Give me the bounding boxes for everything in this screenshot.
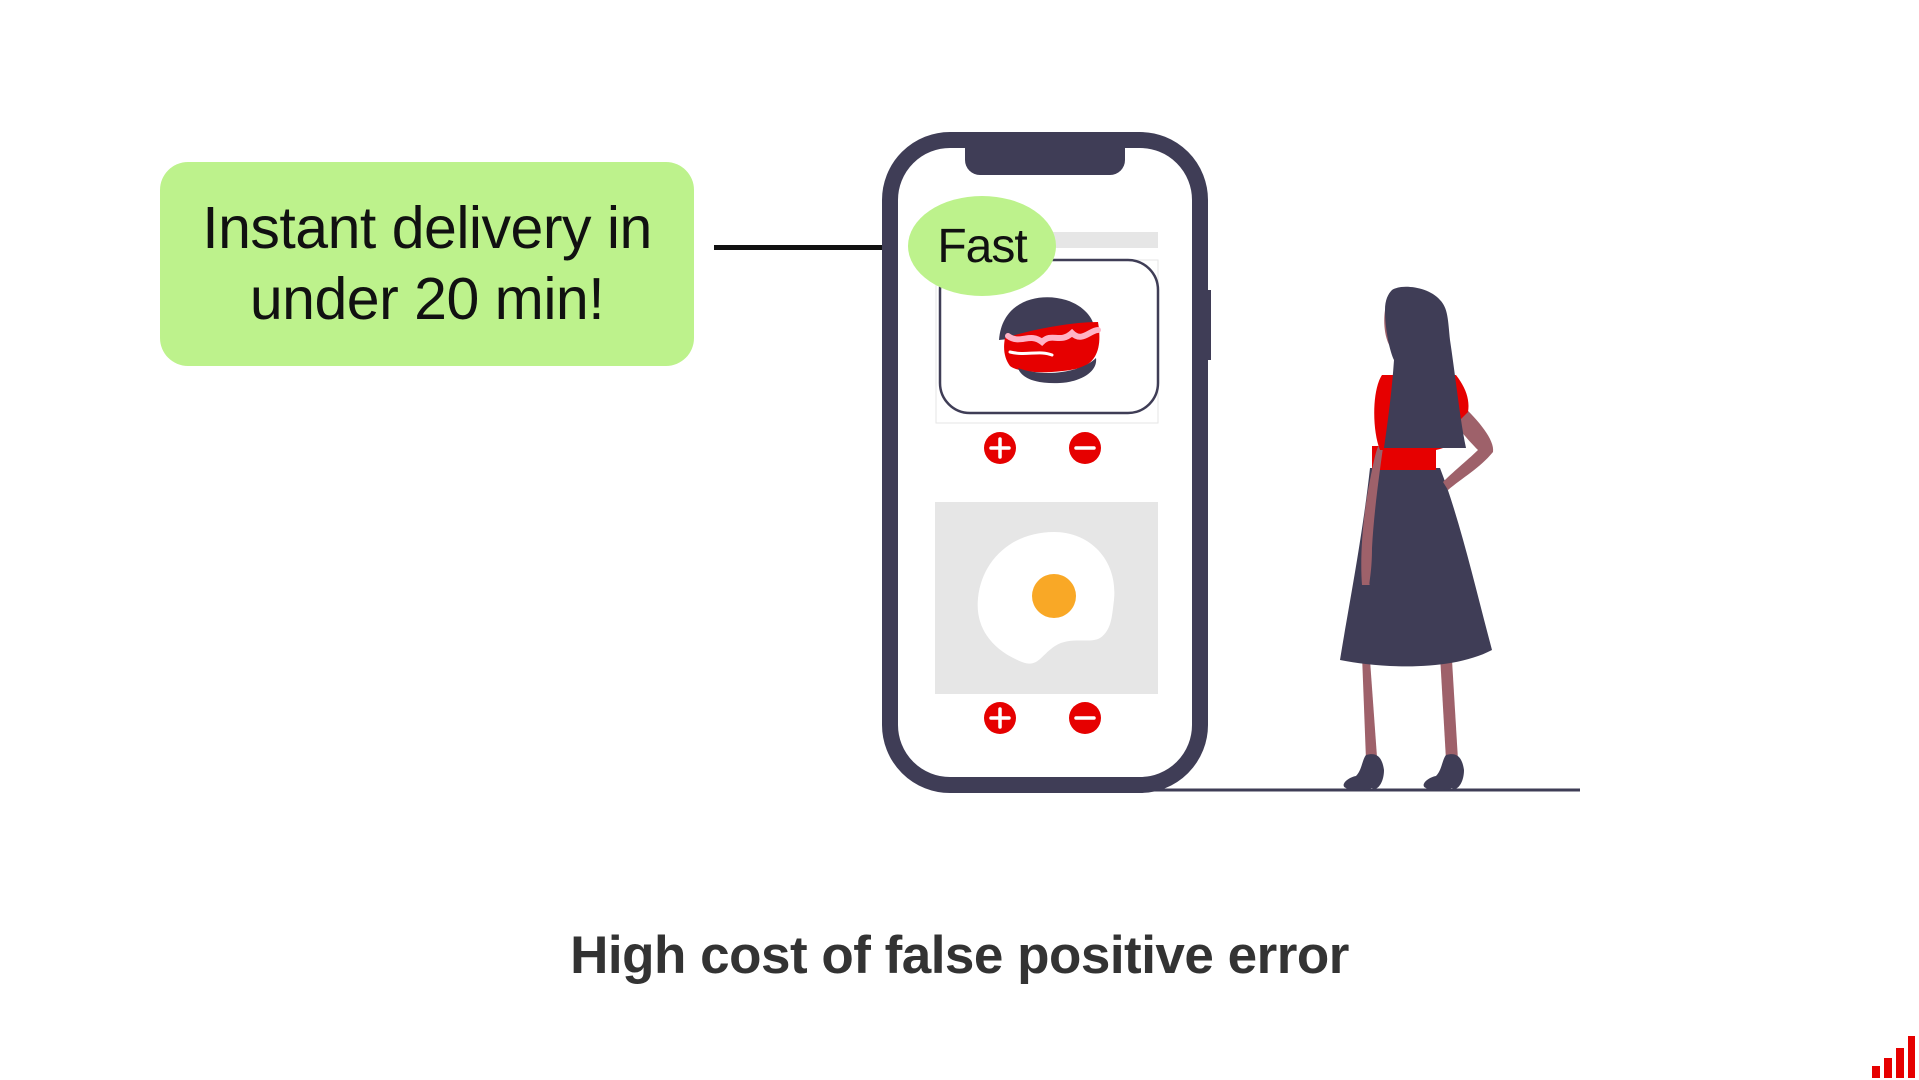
callout-text: Instant delivery in under 20 min!	[202, 195, 652, 332]
add-burger-button[interactable]	[984, 432, 1016, 464]
app-header-bar	[1030, 232, 1158, 248]
fast-badge: Fast	[908, 196, 1056, 296]
remove-burger-button[interactable]	[1069, 432, 1101, 464]
woman-figure	[1340, 286, 1494, 791]
delivery-callout: Instant delivery in under 20 min!	[160, 162, 694, 366]
burger-icon	[999, 297, 1101, 384]
fried-egg-icon	[977, 532, 1115, 664]
phone-notch	[965, 140, 1125, 175]
fast-badge-text: Fast	[937, 219, 1027, 273]
slide-caption: High cost of false positive error	[570, 926, 1349, 985]
plus-icon	[989, 707, 1011, 729]
bar-chart-logo-icon	[1872, 1036, 1915, 1078]
remove-egg-button[interactable]	[1069, 702, 1101, 734]
add-egg-button[interactable]	[984, 702, 1016, 734]
plus-icon	[989, 437, 1011, 459]
callout-connector-line	[714, 245, 914, 250]
